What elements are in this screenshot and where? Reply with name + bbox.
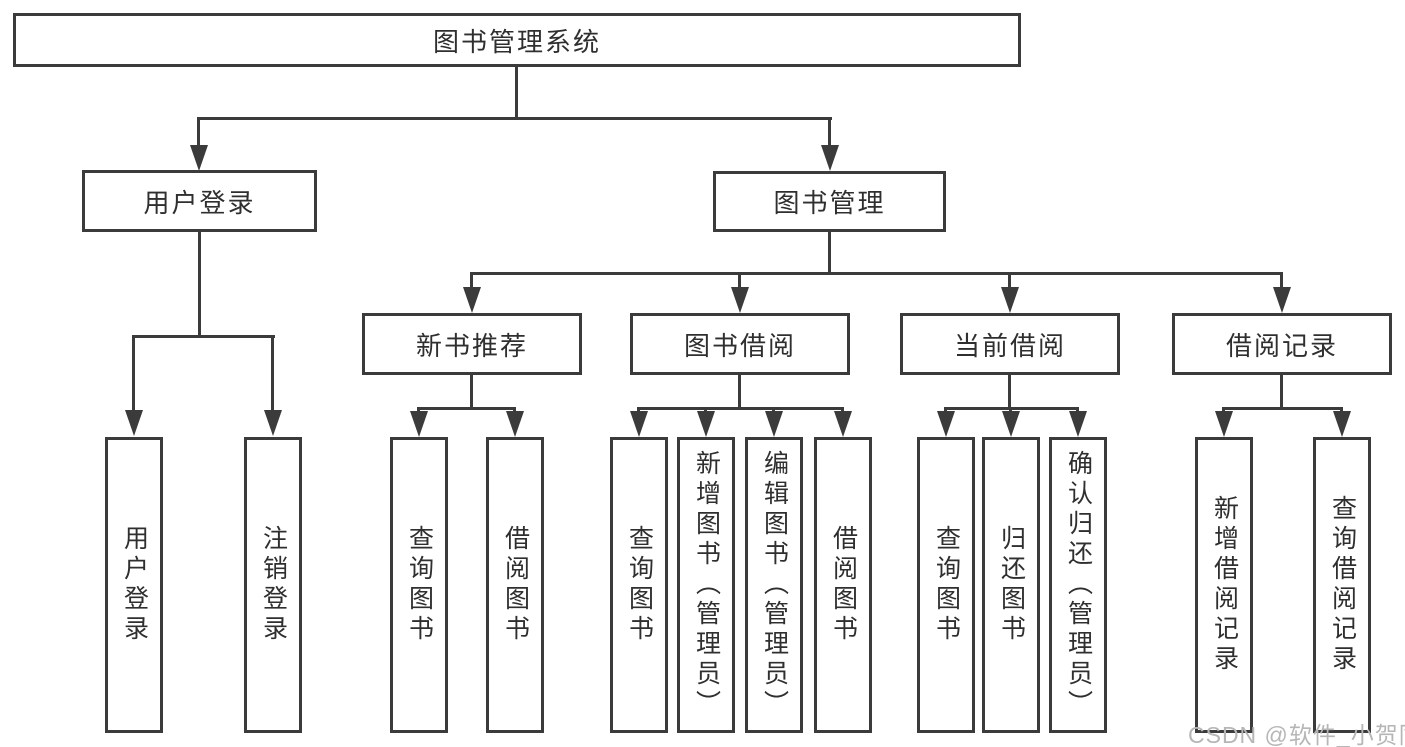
connector-line	[197, 117, 200, 147]
leaf-user-login: 用户登录	[105, 437, 163, 733]
node-root: 图书管理系统	[13, 13, 1021, 67]
leaf-query-books-recommend: 查询图书	[390, 437, 448, 733]
connector-line	[132, 335, 135, 412]
connector-line	[1008, 375, 1011, 409]
arrowhead-icon	[1002, 411, 1020, 437]
connector-line	[198, 232, 201, 338]
arrowhead-icon	[1001, 287, 1019, 313]
connector-line	[828, 232, 831, 274]
connector-line	[738, 272, 741, 290]
arrowhead-icon	[463, 287, 481, 313]
connector-line	[945, 407, 1079, 410]
arrowhead-icon	[1069, 411, 1087, 437]
arrowhead-icon	[937, 411, 955, 437]
leaf-add-book-admin: 新增图书（管理员）	[677, 437, 735, 733]
leaf-return-book: 归还图书	[982, 437, 1040, 733]
watermark: CSDN @软件_小贺同学	[1188, 722, 1405, 747]
node-book-borrowing: 图书借阅	[630, 313, 850, 375]
arrowhead-icon	[1273, 287, 1291, 313]
leaf-add-borrow-record: 新增借阅记录	[1195, 437, 1253, 733]
arrowhead-icon	[506, 411, 524, 437]
leaf-query-borrow-record: 查询借阅记录	[1313, 437, 1371, 733]
arrowhead-icon	[190, 145, 208, 171]
arrowhead-icon	[410, 411, 428, 437]
arrowhead-icon	[821, 145, 839, 171]
leaf-logout: 注销登录	[244, 437, 302, 733]
connector-line	[133, 335, 275, 338]
leaf-borrow-books-borrowing: 借阅图书	[814, 437, 872, 733]
connector-line	[1223, 407, 1343, 410]
arrowhead-icon	[834, 411, 852, 437]
connector-line	[470, 272, 473, 290]
node-current-borrowing: 当前借阅	[900, 313, 1120, 375]
connector-line	[638, 407, 844, 410]
connector-line	[1008, 272, 1011, 290]
leaf-confirm-return-admin: 确认归还（管理员）	[1049, 437, 1107, 733]
connector-line	[418, 407, 516, 410]
connector-line	[1280, 375, 1283, 409]
arrowhead-icon	[630, 411, 648, 437]
arrowhead-icon	[264, 410, 282, 436]
connector-line	[515, 66, 518, 119]
arrowhead-icon	[1333, 411, 1351, 437]
arrowhead-icon	[731, 287, 749, 313]
connector-line	[828, 117, 831, 147]
arrowhead-icon	[697, 411, 715, 437]
node-user-login: 用户登录	[82, 170, 317, 232]
node-book-management: 图书管理	[713, 171, 946, 232]
arrowhead-icon	[125, 410, 143, 436]
arrowhead-icon	[1215, 411, 1233, 437]
leaf-borrow-books-recommend: 借阅图书	[486, 437, 544, 733]
connector-line	[271, 335, 274, 412]
connector-line	[470, 272, 1282, 275]
connector-line	[197, 117, 832, 120]
connector-line	[470, 375, 473, 409]
arrowhead-icon	[765, 411, 783, 437]
leaf-query-books-current: 查询图书	[917, 437, 975, 733]
connector-line	[1280, 272, 1283, 290]
node-new-book-recommend: 新书推荐	[362, 313, 582, 375]
node-borrowing-records: 借阅记录	[1172, 313, 1392, 375]
leaf-query-books-borrowing: 查询图书	[610, 437, 668, 733]
leaf-edit-book-admin: 编辑图书（管理员）	[745, 437, 803, 733]
connector-line	[738, 375, 741, 409]
